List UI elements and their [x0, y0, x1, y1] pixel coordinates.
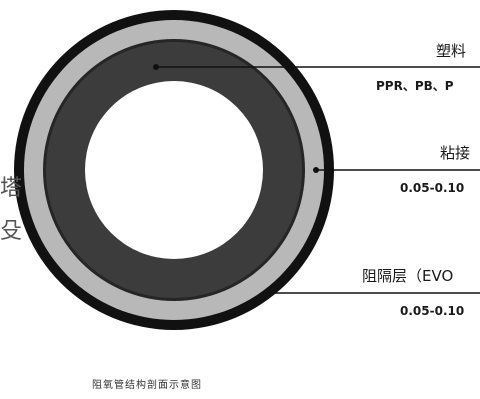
callout-barrier-detail: 0.05-0.10: [400, 304, 464, 318]
side-char-2: 殳: [0, 219, 22, 244]
leader-line-plastic: [153, 64, 480, 70]
leader-line-adhesive: [313, 167, 480, 173]
diagram-caption: 阻氧管结构剖面示意图: [92, 378, 202, 391]
callout-adhesive-detail: 0.05-0.10: [400, 181, 464, 195]
pipe-core: [85, 81, 263, 259]
callout-plastic-detail: PPR、PB、P: [376, 79, 454, 93]
callout-plastic-title: 塑料: [436, 42, 466, 60]
callout-barrier-title: 阻隔层（EVO: [362, 267, 453, 285]
callout-adhesive-title: 粘接: [440, 144, 470, 162]
side-char-1: 塔: [0, 176, 22, 201]
